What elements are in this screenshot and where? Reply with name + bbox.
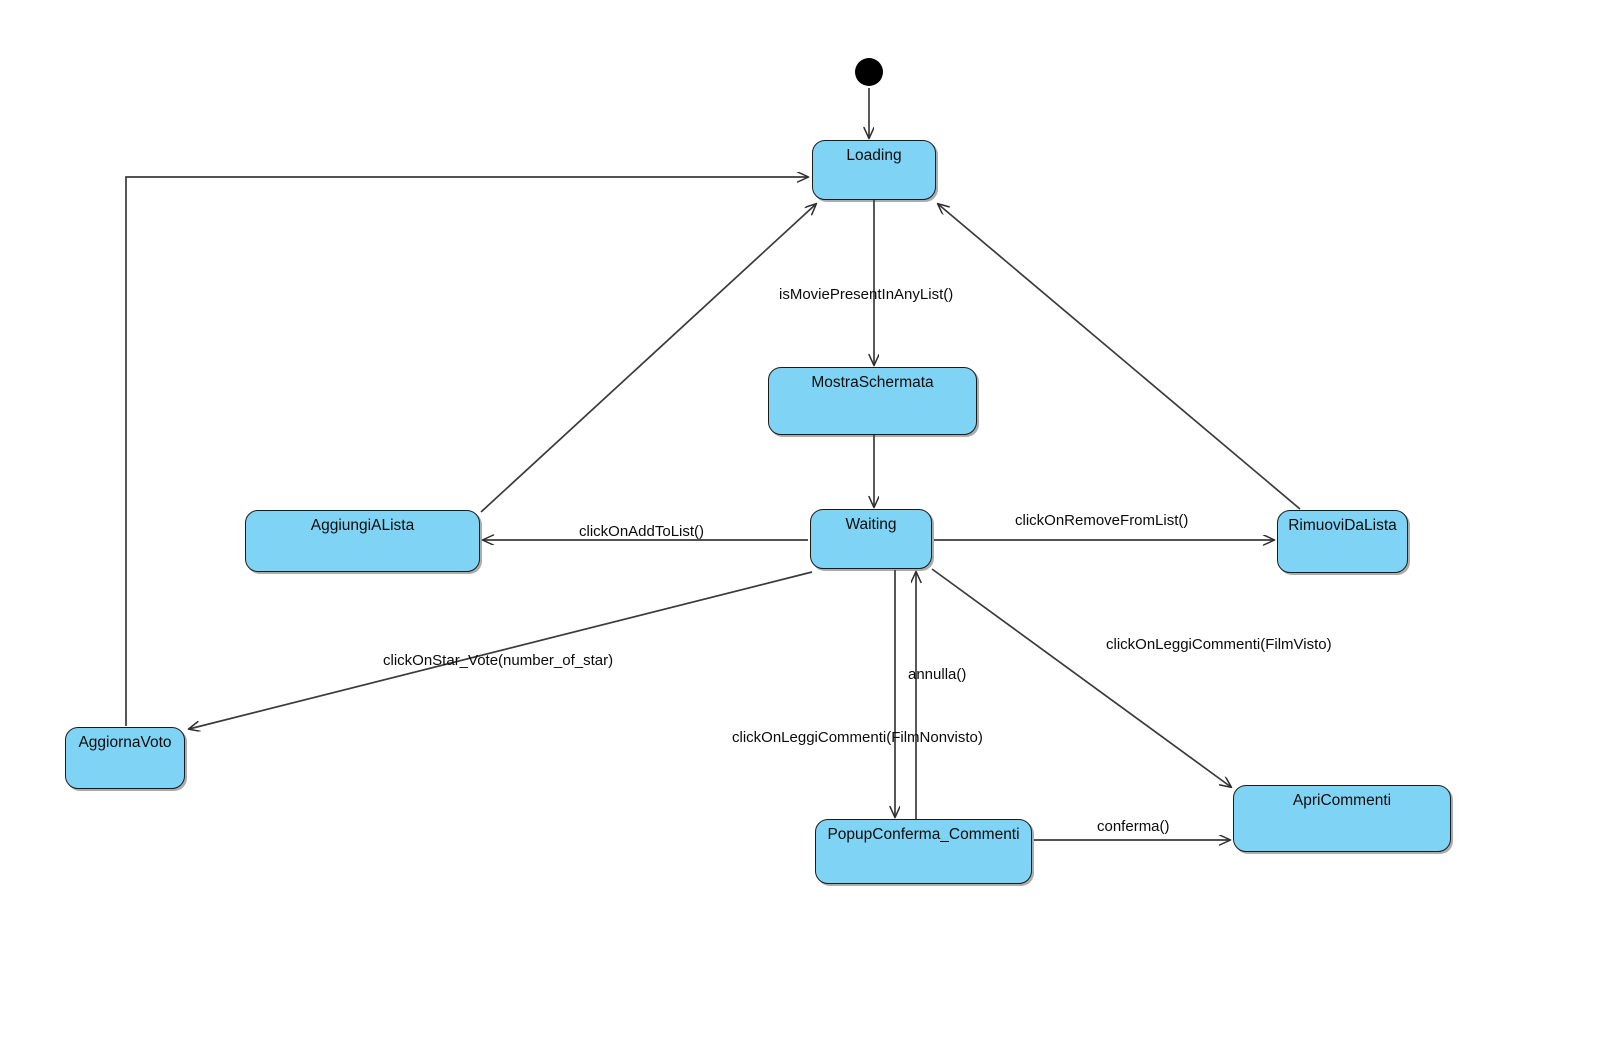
state-label-popupconferma: PopupConferma_Commenti bbox=[827, 826, 1020, 843]
transition-label-clickonaddtolist: clickOnAddToList() bbox=[579, 523, 705, 540]
state-apricommenti[interactable]: ApriCommenti bbox=[1233, 785, 1451, 852]
state-popupconferma[interactable]: PopupConferma_Commenti bbox=[815, 819, 1032, 884]
edge-waiting-to-aggiornavoto bbox=[189, 571, 813, 729]
transition-label-clickonleggicommenti-filmnonvisto: clickOnLeggiCommenti(FilmNonvisto) bbox=[732, 729, 983, 746]
transition-label-clickonleggicommenti-filmvisto: clickOnLeggiCommenti(FilmVisto) bbox=[1106, 636, 1332, 653]
state-label-loading: Loading bbox=[846, 147, 902, 164]
edge-aggiungialista-to-loading bbox=[480, 204, 816, 513]
state-aggiungialista[interactable]: AggiungiALista bbox=[245, 510, 480, 572]
state-aggiornavoto[interactable]: AggiornaVoto bbox=[65, 727, 185, 789]
state-mostraschermata[interactable]: MostraSchermata bbox=[768, 367, 977, 435]
edge-waiting-to-apricommenti bbox=[931, 568, 1231, 787]
transition-label-conferma: conferma() bbox=[1097, 818, 1170, 835]
state-label-mostraschermata: MostraSchermata bbox=[811, 374, 934, 391]
state-rimuovidalista[interactable]: RimuoviDaLista bbox=[1277, 510, 1408, 573]
transition-label-annulla: annulla() bbox=[908, 666, 967, 683]
edge-aggiornavoto-to-loading bbox=[125, 177, 808, 726]
state-waiting[interactable]: Waiting bbox=[810, 509, 932, 569]
state-label-aggiungialista: AggiungiALista bbox=[310, 517, 415, 534]
initial-state-marker bbox=[855, 58, 883, 86]
state-loading[interactable]: Loading bbox=[812, 140, 936, 200]
state-label-aggiornavoto: AggiornaVoto bbox=[78, 734, 172, 751]
transition-label-ismoviepresentinanylist: isMoviePresentInAnyList() bbox=[779, 286, 954, 303]
state-label-apricommenti: ApriCommenti bbox=[1292, 792, 1392, 809]
state-label-waiting: Waiting bbox=[845, 516, 897, 533]
transition-label-clickonremovefromlist: clickOnRemoveFromList() bbox=[1015, 512, 1189, 529]
edge-rimuovidalista-to-loading bbox=[938, 204, 1301, 510]
state-label-rimuovidalista: RimuoviDaLista bbox=[1288, 517, 1397, 534]
transition-label-clickonstar-vote: clickOnStar_Vote(number_of_star) bbox=[383, 652, 614, 669]
